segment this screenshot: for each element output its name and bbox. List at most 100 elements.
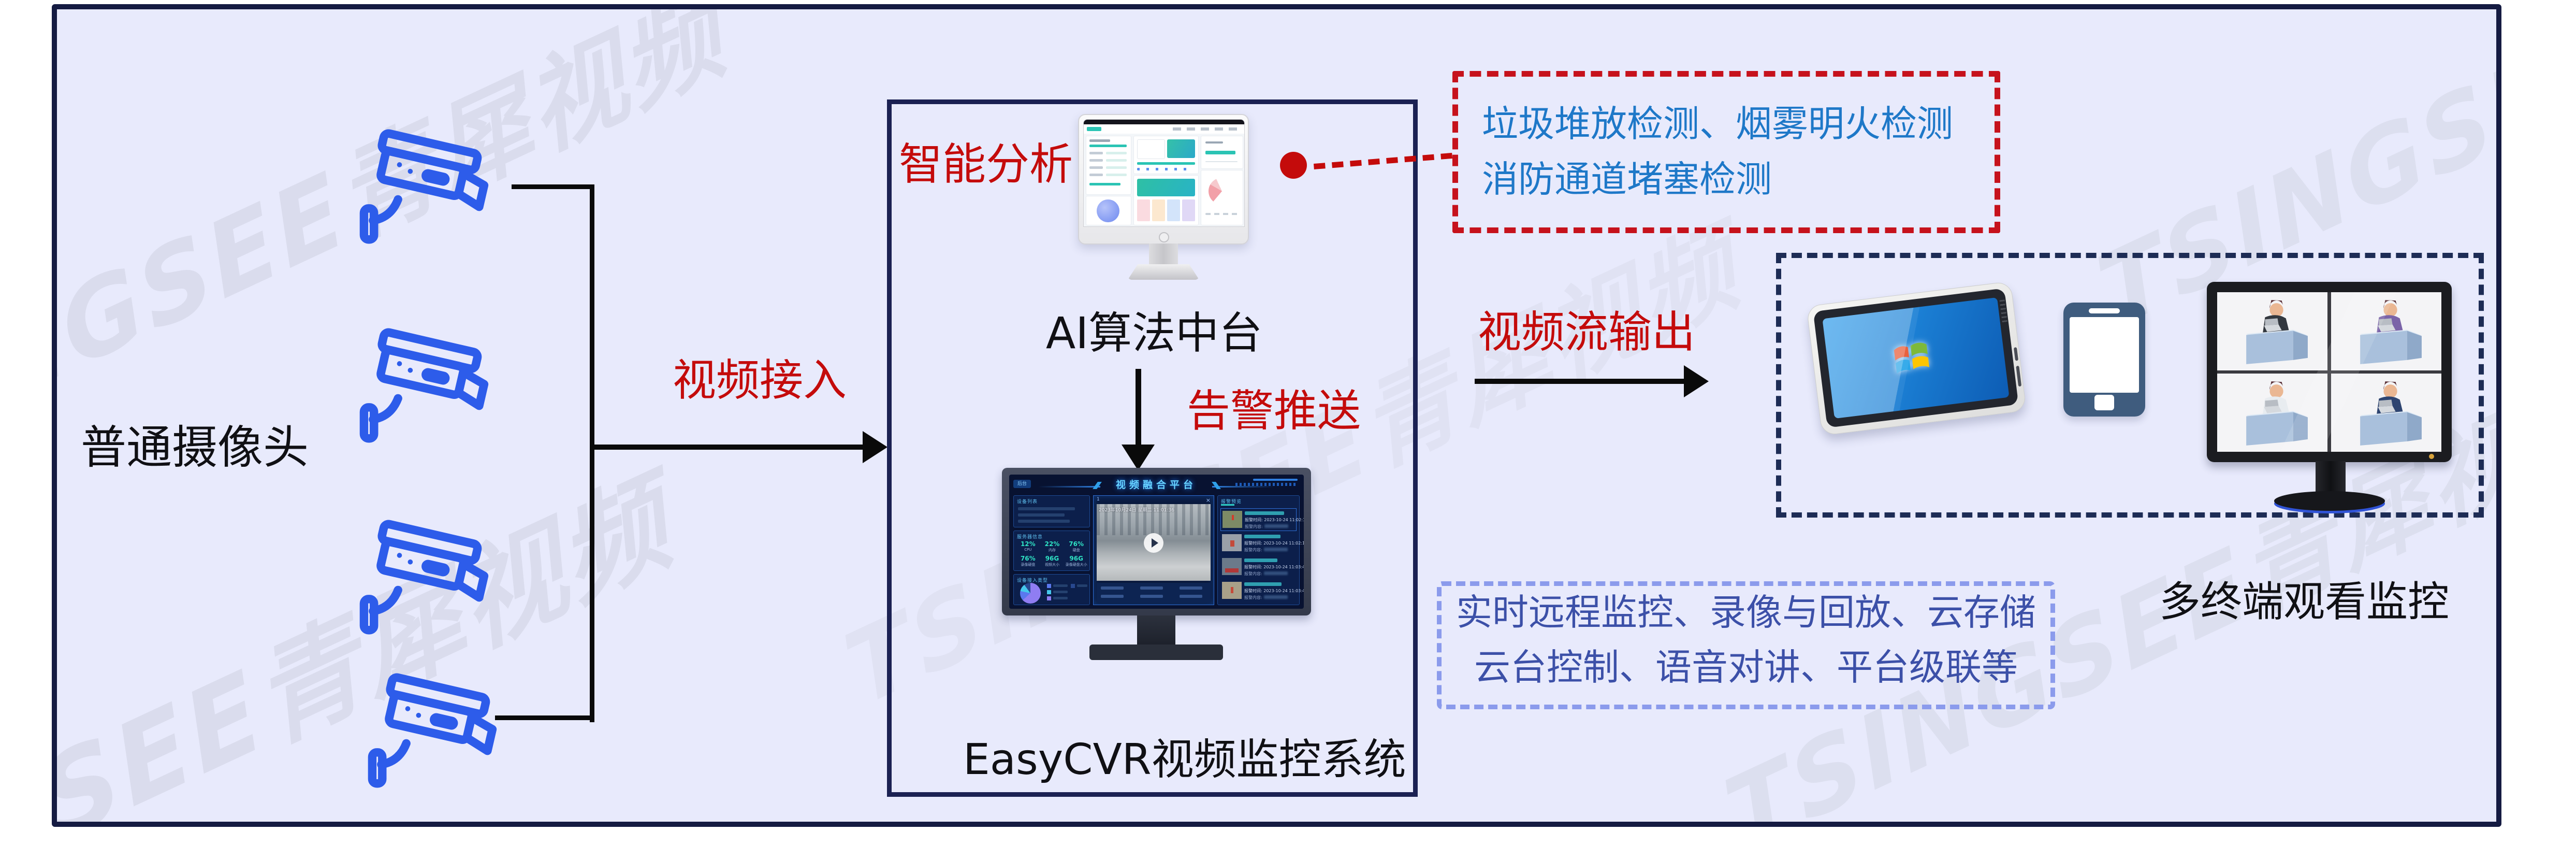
legend-swatch [1071,584,1075,588]
dashboard-logo [1087,127,1101,131]
analysis-box [887,99,1418,797]
imac-logo-dot [1159,232,1169,242]
tv-quadrant [2217,374,2327,452]
dashboard-stat-card [1133,136,1199,174]
video-close-icon: × [1205,497,1211,504]
stat-tile-teal [1167,139,1195,158]
access-type-panel: 设备接入类型 [1013,574,1090,605]
ai-monitor [1078,114,1249,245]
alarm-preview-panel: 报警预览 报警时间: 2023-10-24 11:02:11 报警内容: 报警时… [1217,495,1304,605]
gauge-fan [1209,178,1235,205]
legend-swatch [1047,596,1051,600]
alarm-time: 报警时间: 2023-10-24 11:02:12 [1244,541,1304,546]
access-type-pie [1020,583,1041,604]
dashboard-left-panel [1086,136,1131,195]
tv-screen-reflection [2217,292,2441,452]
alarm-row: 报警时间: 2023-10-24 11:02:12 报警内容: [1220,532,1304,555]
dashboard-topbar [1084,124,1244,134]
alarm-content-label: 报警内容: [1244,548,1262,552]
header-deco-line-left [1038,486,1100,488]
header-deco-bar [1253,479,1298,481]
video-timestamp: 2023年10月24日 星期二 11:01:36 [1099,508,1174,513]
dashboard-nav [1173,127,1240,131]
detection-box [1452,71,2000,233]
teal-banner [1137,179,1195,196]
easycvr-back-button: 后台 [1013,480,1031,488]
header-deco-line-right [1212,486,1274,488]
tv-quadrant [2331,374,2441,452]
ai-monitor-screen [1083,119,1245,227]
phone-screen [2070,317,2139,393]
video-info-strip [1097,583,1211,603]
stat-tile-orange [1152,199,1165,221]
easycvr-system-label: EasyCVR视频监控系统 [963,735,1406,784]
alarm-thumbnail [1222,582,1242,599]
phone-speaker [2089,308,2120,313]
detection-line2: 消防通道堵塞检测 [1482,158,1772,200]
screen-top-bezel [1084,120,1244,124]
tv-screen [2217,292,2441,452]
alarm-content-label: 报警内容: [1244,571,1262,576]
alarm-row: 报警时间: 2023-10-24 11:03:45 报警内容: [1220,556,1304,579]
alarm-time: 报警时间: 2023-10-24 11:03:45 [1244,565,1304,569]
easycvr-monitor: 后台 视频融合平台 设备列表 服务器信息 12%CPU 22%内存 76%硬盘 [1002,468,1311,615]
dashboard-gauge-card [1201,170,1243,225]
video-in-arrowhead-icon [863,431,887,463]
stream-out-label: 视频流输出 [1478,307,1696,357]
imac-stand-neck [1149,244,1178,265]
device-list-panel: 设备列表 [1013,495,1090,527]
stream-out-arrowhead-icon [1684,365,1709,397]
dashboard-tiles-card [1133,175,1199,225]
alarm-row: 报警时间: 2023-10-24 11:02:11 报警内容: [1220,508,1304,531]
video-in-arrow-line [592,445,865,450]
alarm-push-label: 告警推送 [1187,385,1361,436]
tv-quadrant [2331,292,2441,370]
features-box [1437,581,2055,709]
red-dot [1280,152,1307,179]
tablet-screen [1822,297,2010,419]
camera-icon [356,662,506,793]
easycvr-screen: 后台 视频融合平台 设备列表 服务器信息 12%CPU 22%内存 76%硬盘 [1009,475,1304,609]
phone-device [2063,303,2145,417]
tv-quadrant [2217,292,2327,370]
alarm-content-label: 报警内容: [1244,595,1262,600]
windows-logo-icon [1889,335,1942,382]
panel-tab-underline [1221,504,1234,506]
video-index: 1 [1097,497,1100,502]
bracket-vertical-line [590,184,594,722]
smart-analysis-label: 智能分析 [899,139,1073,190]
dashboard-body [1084,134,1244,226]
tv-power-led [2429,454,2434,459]
tablet-device [1806,281,2027,436]
ai-platform-label: AI算法中台 [1045,308,1263,359]
alarm-thumbnail [1222,511,1242,528]
easycvr-stand-base [1089,645,1223,660]
video-panel: 1 × 2023年10月24日 星期二 11:01:36 [1093,495,1214,605]
stat-tile [1137,139,1165,159]
stat-cell: 76%录像硬盘 [1020,555,1036,567]
alarm-time: 报警时间: 2023-10-24 11:03:41 [1244,589,1304,593]
stat-tile-blue [1167,199,1180,221]
legend-swatch [1047,590,1051,594]
alarm-thumbnail [1222,558,1242,575]
tv-stand-neck [2316,461,2346,494]
bracket-top-line [512,184,593,189]
tv-monitor [2207,282,2452,462]
imac-stand-base [1128,264,1199,280]
pie-chart [1097,199,1119,222]
alarm-push-arrow-line [1136,369,1141,447]
features-line1: 实时远程监控、录像与回放、云存储 [1456,591,2036,634]
easycvr-platform-title: 视频融合平台 [1115,479,1197,491]
camera-icon [348,118,498,249]
terminal-box [1776,253,2484,518]
stream-out-arrow-line [1475,379,1684,384]
stat-tile-purple [1182,199,1195,221]
header-deco-ticks [1235,483,1298,486]
tv-stand-base [2274,491,2385,511]
stat-cell: 12%CPU [1020,540,1036,552]
alarm-time: 报警时间: 2023-10-24 11:02:11 [1245,518,1304,522]
multi-terminal-label: 多终端观看监控 [2159,578,2449,626]
